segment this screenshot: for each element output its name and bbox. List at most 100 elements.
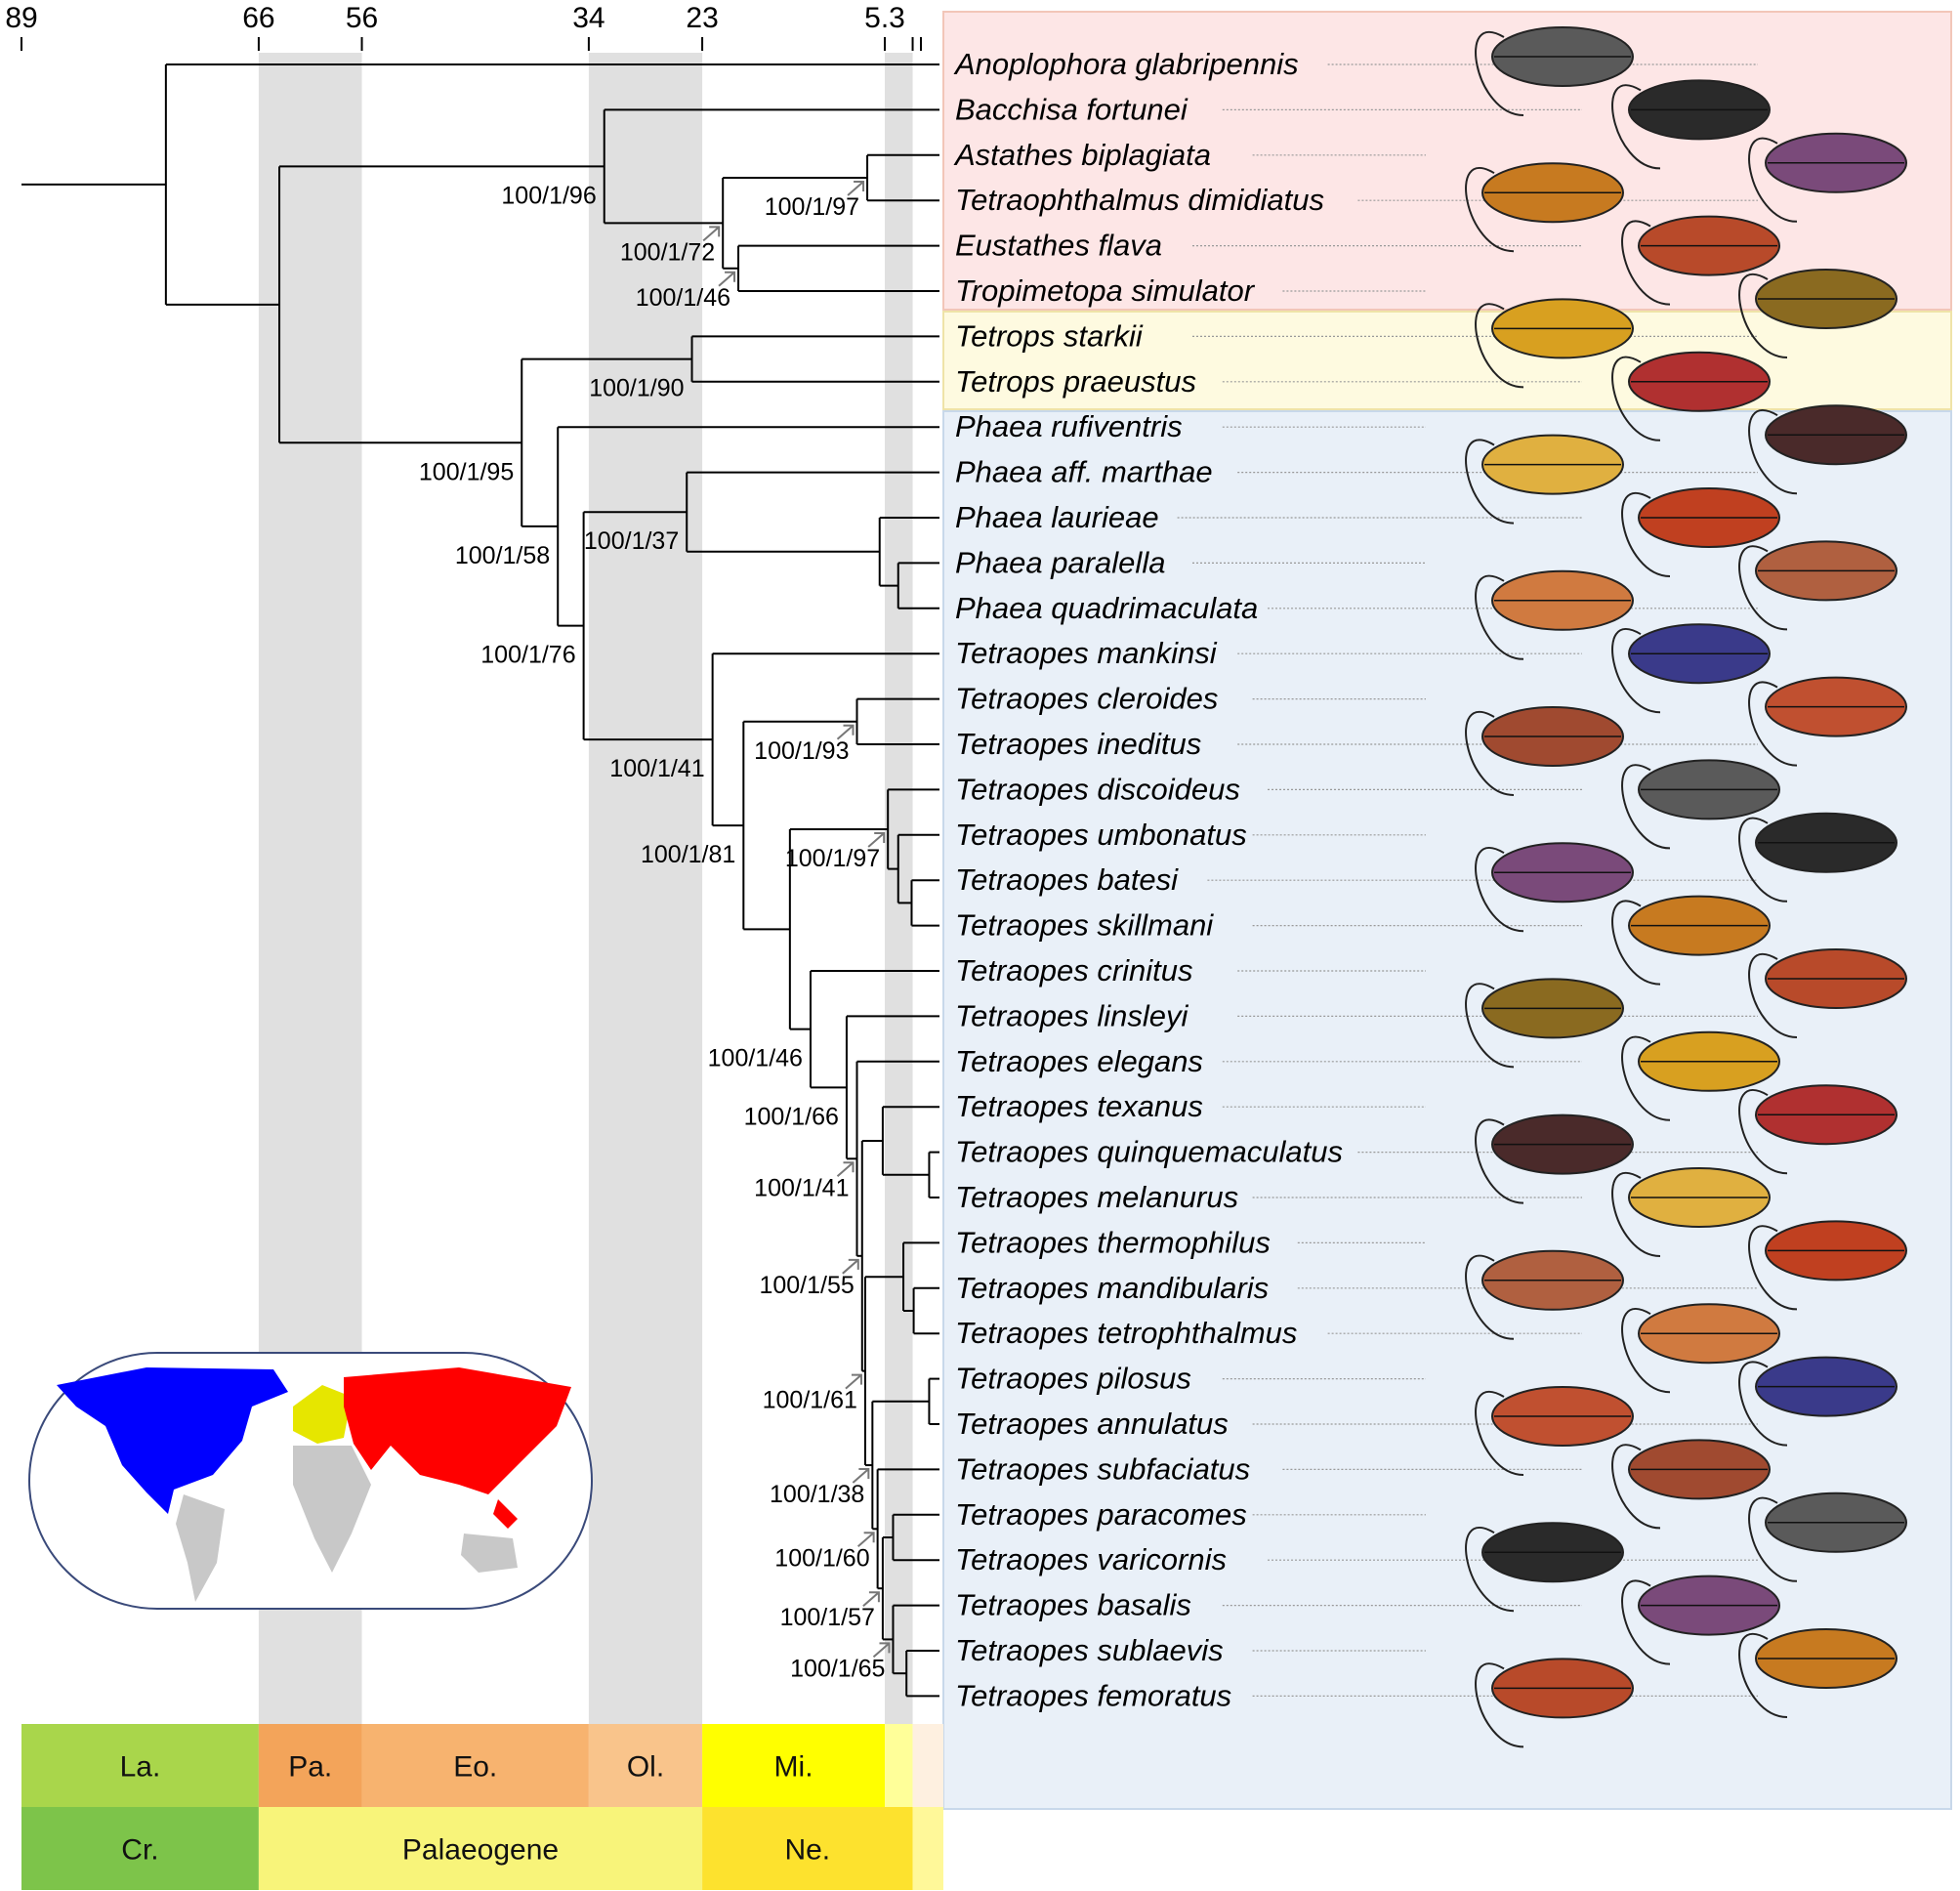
beetle-antenna bbox=[1465, 1254, 1515, 1340]
support-label: 100/1/95 bbox=[419, 458, 514, 485]
map-north-america bbox=[57, 1367, 288, 1514]
support-label: 100/1/81 bbox=[641, 841, 735, 868]
beetle-antenna bbox=[1748, 952, 1798, 1038]
beetle-antenna bbox=[1748, 1225, 1798, 1311]
support-label: 100/1/46 bbox=[636, 284, 730, 312]
beetle-antenna bbox=[1748, 681, 1798, 767]
beetle-antenna bbox=[1621, 220, 1671, 306]
support-arrow bbox=[856, 1532, 875, 1548]
support-label: 100/1/57 bbox=[780, 1604, 875, 1631]
map-africa bbox=[293, 1446, 371, 1573]
support-label: 100/1/65 bbox=[790, 1655, 885, 1682]
taxon-label: Tetraopes crinitus bbox=[955, 953, 1193, 988]
period-cell bbox=[912, 1807, 943, 1890]
taxon-label: Tetraopes tetrophthalmus bbox=[955, 1316, 1297, 1350]
axis-tick-label: 5.3 bbox=[864, 2, 905, 34]
beetle-antenna bbox=[1611, 1444, 1661, 1530]
beetle-antenna bbox=[1621, 491, 1671, 577]
taxon-label: Tetraopes texanus bbox=[955, 1089, 1203, 1123]
axis-tick-label: 34 bbox=[572, 2, 605, 34]
support-arrow bbox=[872, 1642, 891, 1659]
clade-box-yellow bbox=[942, 311, 1952, 410]
support-arrow bbox=[867, 832, 886, 848]
taxon-label: Tetraopes melanurus bbox=[955, 1180, 1238, 1214]
taxon-label: Phaea laurieae bbox=[955, 500, 1159, 534]
beetle-antenna bbox=[1475, 303, 1524, 389]
support-arrow bbox=[847, 181, 865, 196]
axis-tick-label: 66 bbox=[242, 2, 274, 34]
support-label: 100/1/72 bbox=[620, 238, 715, 266]
beetle-antenna bbox=[1621, 1308, 1671, 1394]
beetle-antenna bbox=[1465, 167, 1515, 253]
beetle-antenna bbox=[1748, 1496, 1798, 1582]
beetle-antenna bbox=[1621, 1035, 1671, 1121]
taxon-label: Tropimetopa simulator bbox=[955, 273, 1256, 308]
taxon-label: Tetraopes discoideus bbox=[955, 772, 1240, 806]
taxon-label: Tetraopes linsleyi bbox=[955, 998, 1189, 1032]
taxon-label: Tetraopes subfaciatus bbox=[955, 1451, 1250, 1486]
support-label: 100/1/38 bbox=[770, 1481, 864, 1508]
beetle-antenna bbox=[1611, 356, 1661, 441]
epoch-cell-label: Eo. bbox=[453, 1751, 497, 1784]
tree-branches bbox=[21, 63, 939, 1698]
beetle-antenna bbox=[1475, 1662, 1524, 1748]
taxon-label: Anoplophora glabripennis bbox=[953, 47, 1299, 81]
beetle-antenna bbox=[1611, 1171, 1661, 1257]
beetle-antenna bbox=[1465, 1527, 1515, 1613]
period-cell bbox=[258, 1807, 703, 1890]
beetle-antenna bbox=[1475, 1390, 1524, 1476]
taxon-label: Phaea rufiventris bbox=[955, 409, 1183, 443]
beetle-antenna bbox=[1738, 1632, 1788, 1718]
taxon-label: Tetraopes umbonatus bbox=[955, 818, 1247, 852]
taxon-label: Tetraopes batesi bbox=[955, 862, 1179, 897]
support-label: 100/1/46 bbox=[708, 1045, 803, 1072]
beetle-antenna bbox=[1738, 1361, 1788, 1447]
support-arrow bbox=[842, 1258, 859, 1275]
beetle-antenna bbox=[1611, 84, 1661, 170]
map-south-america bbox=[176, 1494, 225, 1602]
taxon-label: Tetrops praeustus bbox=[955, 364, 1196, 399]
taxon-label: Tetraopes ineditus bbox=[955, 727, 1201, 761]
beetle-antenna bbox=[1475, 574, 1524, 660]
beetle-antenna bbox=[1738, 817, 1788, 903]
period-cell-label: Cr. bbox=[121, 1834, 158, 1867]
map-europe bbox=[293, 1385, 352, 1444]
taxon-label: Phaea quadrimaculata bbox=[955, 591, 1258, 625]
epoch-cell bbox=[361, 1724, 589, 1807]
taxon-label: Astathes biplagiata bbox=[953, 138, 1211, 172]
beetle-antenna bbox=[1748, 137, 1798, 223]
support-arrow bbox=[836, 1161, 855, 1178]
epoch-cell bbox=[702, 1724, 886, 1807]
world-map-inset bbox=[28, 1352, 593, 1610]
period-cell bbox=[702, 1807, 913, 1890]
taxon-label: Tetraopes paracomes bbox=[955, 1497, 1247, 1532]
epoch-cell-label: La. bbox=[120, 1751, 161, 1784]
taxon-label: Tetraopes annulatus bbox=[955, 1407, 1229, 1441]
epoch-cell-label: Ol. bbox=[627, 1751, 664, 1784]
taxon-label: Tetraopes skillmani bbox=[955, 908, 1214, 943]
specimen-photos bbox=[1465, 26, 1907, 1748]
support-arrow bbox=[862, 1591, 880, 1607]
support-label: 100/1/58 bbox=[455, 542, 550, 569]
support-label: 100/1/37 bbox=[584, 527, 679, 555]
support-label: 100/1/90 bbox=[589, 375, 684, 402]
taxon-label: Tetraopes mankinsi bbox=[955, 636, 1218, 670]
epoch-cell bbox=[912, 1724, 943, 1807]
beetle-antenna bbox=[1738, 1089, 1788, 1175]
taxon-label: Tetraopes elegans bbox=[955, 1044, 1203, 1078]
support-values: 100/1/96100/1/72100/1/97100/1/46100/1/95… bbox=[419, 181, 891, 1682]
support-arrow bbox=[852, 1468, 870, 1484]
taxon-label: Bacchisa fortunei bbox=[955, 92, 1189, 126]
support-label: 100/1/55 bbox=[759, 1272, 854, 1299]
period-cell-label: Ne. bbox=[784, 1834, 830, 1867]
beetle-antenna bbox=[1738, 545, 1788, 631]
taxon-label: Eustathes flava bbox=[955, 229, 1162, 263]
support-arrow bbox=[718, 271, 736, 287]
taxon-label: Tetraopes cleroides bbox=[955, 682, 1218, 716]
beetle-antenna bbox=[1475, 1118, 1524, 1204]
support-label: 100/1/61 bbox=[763, 1387, 857, 1414]
support-label: 100/1/66 bbox=[744, 1103, 839, 1130]
taxon-label: Tetraopes thermophilus bbox=[955, 1225, 1271, 1259]
